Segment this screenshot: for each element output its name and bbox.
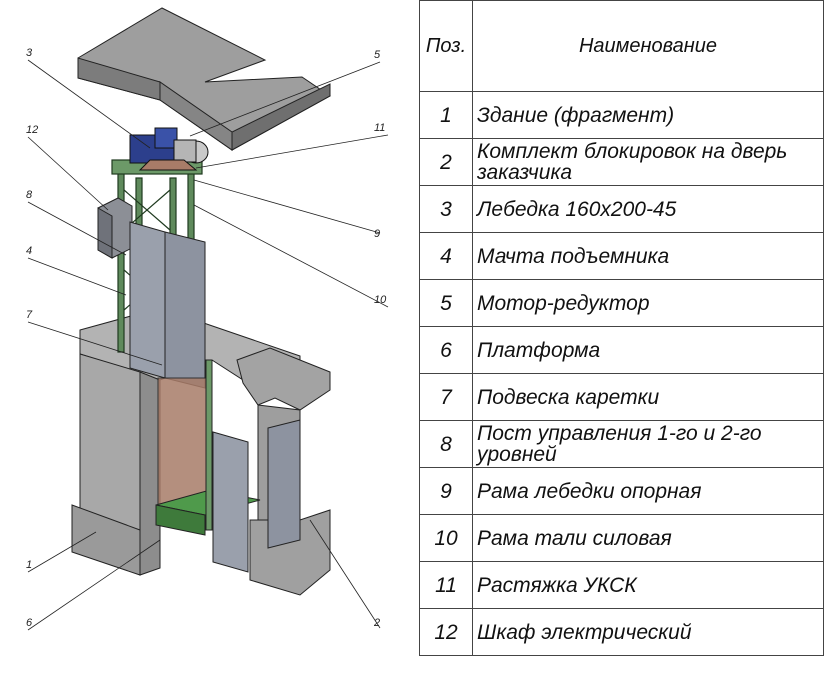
row-name: Лебедка 160х200-45 (472, 185, 824, 233)
row-position: 8 (419, 420, 473, 468)
row-position: 7 (419, 373, 473, 421)
callout-7: 7 (26, 309, 33, 321)
row-position: 5 (419, 279, 473, 327)
callout-3: 3 (26, 47, 33, 59)
table-header-row: Поз. Наименование (419, 0, 824, 92)
row-name: Подвеска каретки (472, 373, 824, 421)
upper-door-set (129, 221, 206, 389)
row-name: Мачта подъемника (472, 232, 824, 280)
row-name: Растяжка УКСК (472, 561, 824, 609)
row-name: Пост управления 1-го и 2-го уровней (472, 420, 824, 468)
row-name: Рама лебедки опорная (472, 467, 824, 515)
lift-assembly-drawing: 3 5 12 11 8 9 4 10 7 1 6 2 (26, 7, 389, 631)
callout-4: 4 (26, 245, 32, 257)
callout-12: 12 (26, 124, 38, 136)
callout-1: 1 (26, 559, 32, 571)
row-position: 11 (419, 561, 473, 609)
callout-9: 9 (374, 228, 380, 240)
row-name: Мотор-редуктор (472, 279, 824, 327)
header-position: Поз. (419, 0, 473, 92)
leader-lines (27, 59, 389, 631)
lower-door-set (212, 419, 301, 573)
callout-10: 10 (374, 294, 387, 306)
row-name: Рама тали силовая (472, 514, 824, 562)
row-position: 12 (419, 608, 473, 656)
row-name: Комплект блокировок на дверь заказчика (472, 138, 824, 186)
header-name: Наименование (472, 0, 824, 92)
callout-2: 2 (373, 617, 380, 629)
callout-8: 8 (26, 189, 33, 201)
roof-slab (77, 7, 331, 151)
callout-11: 11 (374, 122, 385, 134)
row-name: Платформа (472, 326, 824, 374)
callout-5: 5 (374, 49, 381, 61)
row-position: 10 (419, 514, 473, 562)
row-position: 3 (419, 185, 473, 233)
row-position: 6 (419, 326, 473, 374)
row-position: 1 (419, 91, 473, 139)
row-position: 9 (419, 467, 473, 515)
winch-unit (129, 127, 209, 171)
row-name: Здание (фрагмент) (472, 91, 824, 139)
row-name: Шкаф электрический (472, 608, 824, 656)
row-position: 2 (419, 138, 473, 186)
row-position: 4 (419, 232, 473, 280)
callout-6: 6 (26, 617, 33, 629)
